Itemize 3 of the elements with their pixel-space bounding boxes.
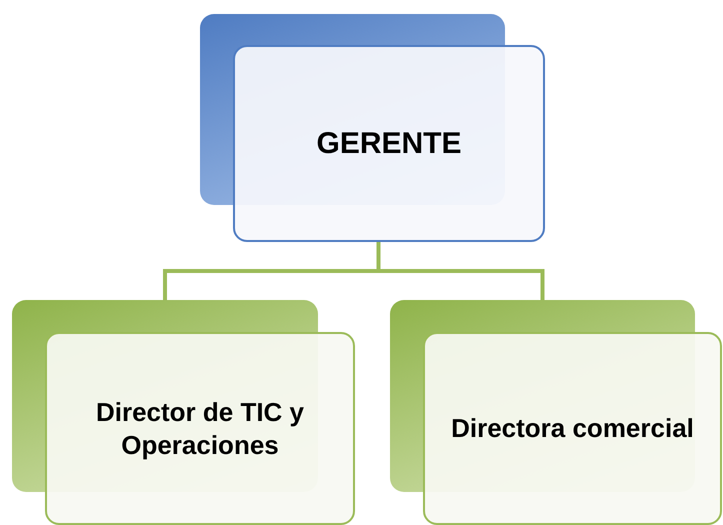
role-title: Directora comercial — [451, 412, 694, 445]
role-title: GERENTE — [316, 126, 462, 162]
role-title: Director de TIC y Operaciones — [94, 396, 306, 461]
